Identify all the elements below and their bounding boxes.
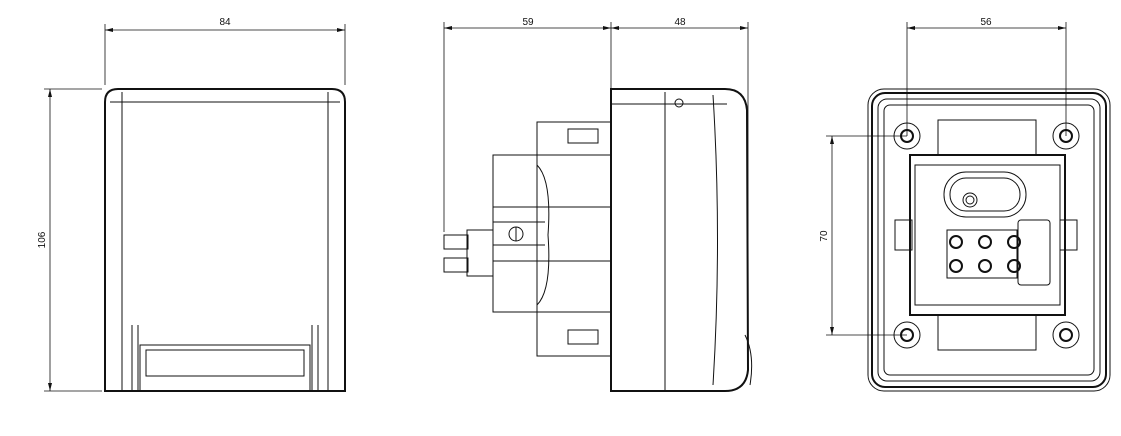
dimension-depth-back: 59 bbox=[443, 17, 611, 232]
dimension-label-height: 106 bbox=[37, 231, 48, 248]
dimension-label-width: 84 bbox=[219, 17, 231, 28]
dimension-label-depth-front: 48 bbox=[674, 17, 686, 28]
back-view: 56 70 bbox=[819, 17, 1111, 392]
side-view: 59 48 bbox=[443, 17, 753, 392]
dimension-label-hole-h: 56 bbox=[980, 17, 992, 28]
dimension-hole-spacing-vertical: 70 bbox=[819, 135, 907, 336]
dimension-height: 106 bbox=[37, 88, 102, 392]
dimension-label-hole-v: 70 bbox=[819, 230, 830, 242]
dimension-hole-spacing-horizontal: 56 bbox=[906, 17, 1067, 136]
dimension-width: 84 bbox=[104, 17, 346, 85]
front-view: 84 106 bbox=[37, 17, 346, 392]
terminal-block bbox=[946, 229, 1021, 279]
dimension-label-depth-back: 59 bbox=[522, 17, 534, 28]
dimension-depth-front: 48 bbox=[610, 17, 749, 330]
